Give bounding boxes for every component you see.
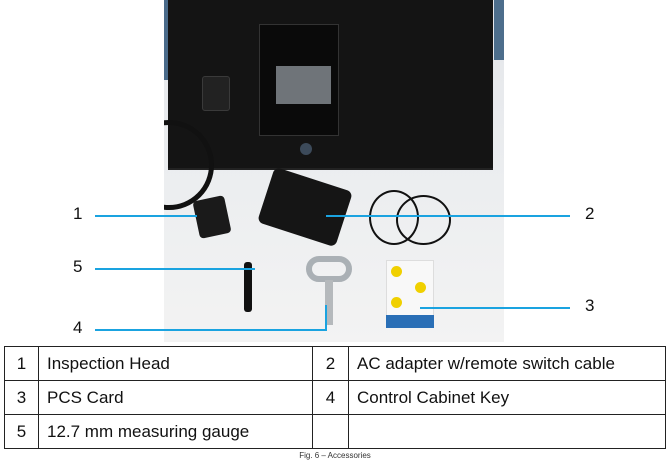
- callout-line-2: [326, 215, 570, 217]
- callout-5: 5: [73, 257, 83, 276]
- cabinet-key-shaft: [325, 280, 333, 325]
- table-row: 3 PCS Card 4 Control Cabinet Key: [4, 380, 666, 415]
- table-row: 5 12.7 mm measuring gauge: [4, 414, 666, 449]
- cabinet-switch: [202, 76, 230, 111]
- ac-adapter: [257, 166, 353, 248]
- callout-line-4-vertical: [325, 305, 327, 331]
- pcs-card-dot: [391, 266, 402, 277]
- inspection-head: [192, 195, 232, 239]
- item-number: 1: [4, 346, 39, 381]
- pcs-card-label: [386, 315, 434, 328]
- item-label: Inspection Head: [38, 346, 313, 381]
- item-label: Control Cabinet Key: [348, 380, 666, 415]
- pcs-card-dot: [415, 282, 426, 293]
- figure-caption: Fig. 6 – Accessories: [299, 451, 371, 460]
- remote-switch-cable: [396, 195, 451, 245]
- background-wall: [494, 0, 504, 60]
- callout-line-4: [95, 329, 327, 331]
- item-number: 4: [312, 380, 349, 415]
- item-number: 5: [4, 414, 39, 449]
- table-row: 1 Inspection Head 2 AC adapter w/remote …: [4, 346, 666, 381]
- cabinet-key: [306, 256, 352, 282]
- item-label: AC adapter w/remote switch cable: [348, 346, 666, 381]
- item-number: [312, 414, 349, 449]
- measuring-gauge: [244, 262, 252, 312]
- callout-line-5: [95, 268, 255, 270]
- callout-1: 1: [73, 204, 83, 223]
- item-label: [348, 414, 666, 449]
- callout-4: 4: [73, 318, 83, 337]
- cabinet-lock: [300, 143, 312, 155]
- item-number: 3: [4, 380, 39, 415]
- cabinet-screen: [276, 66, 331, 104]
- callout-line-1: [95, 215, 197, 217]
- accessories-photo: [164, 0, 504, 342]
- callout-2: 2: [585, 204, 595, 223]
- item-number: 2: [312, 346, 349, 381]
- callout-line-3: [420, 307, 570, 309]
- item-label: PCS Card: [38, 380, 313, 415]
- accessories-table: 1 Inspection Head 2 AC adapter w/remote …: [4, 346, 666, 449]
- pcs-card-dot: [391, 297, 402, 308]
- item-label: 12.7 mm measuring gauge: [38, 414, 313, 449]
- callout-3: 3: [585, 296, 595, 315]
